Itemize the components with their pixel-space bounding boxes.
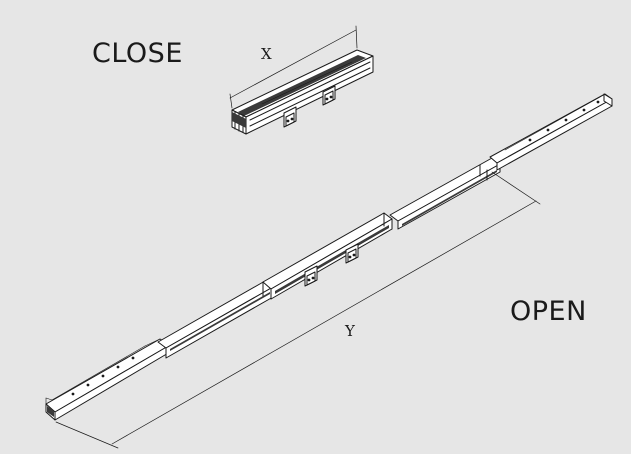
open-slide-hole [116, 365, 120, 369]
open-slide-inner-side [496, 98, 613, 171]
open-slide-right-middle [389, 157, 501, 222]
dim-x-extension-line [355, 25, 358, 49]
open-slide-outer-side [54, 344, 171, 421]
closed-slide-bracket-hole [325, 97, 329, 101]
open-slide-middle-member [157, 280, 274, 349]
closed-slide-bracket-face [324, 90, 334, 105]
dimension-x-label: X [261, 45, 272, 63]
closed-slide-groove [249, 61, 371, 121]
open-label: OPEN [510, 296, 587, 327]
open-slide-right-channel [402, 170, 497, 226]
closed-slide-bracket-hole [329, 95, 333, 99]
open-slide-bracket-hole [348, 255, 352, 259]
open-slide-bracket-face [347, 248, 357, 263]
closed-slide-groove [249, 67, 371, 127]
open-slide-hole [131, 356, 135, 360]
open-slide-hole [101, 374, 105, 378]
dim-y-extension-line [491, 171, 541, 205]
closed-slide [229, 25, 374, 135]
dim-x-extension-line [229, 93, 233, 109]
closed-slide-groove [261, 61, 353, 105]
close-label: CLOSE [92, 38, 183, 69]
closed-slide-end-shadow [232, 112, 246, 128]
open-slide-middle-channel [170, 292, 270, 351]
open-slide-flange [144, 338, 161, 347]
open-slide-bracket-hole [307, 278, 311, 282]
open-slide-bracket-hole [311, 276, 315, 280]
dim-y-line [111, 200, 537, 445]
closed-slide-bracket-hole [290, 117, 294, 121]
open-slide-hole [596, 100, 600, 104]
open-slide-hole [564, 118, 568, 122]
open-slide-inner-end [603, 93, 613, 107]
dim-y-extension-line [55, 421, 119, 449]
open-slide-hole [71, 392, 75, 396]
dim-x-line [229, 29, 357, 99]
dimension-y-label: Y [345, 322, 355, 340]
open-slide-hole [582, 108, 586, 112]
open-slide-inner-member [489, 93, 613, 164]
open-slide-flange [51, 345, 146, 401]
open-slide [45, 93, 613, 449]
open-slide-hole [546, 128, 550, 132]
open-slide-center-member [262, 212, 393, 290]
open-slide-end-shadow [47, 406, 54, 417]
open-slide-outer-member [45, 338, 171, 413]
closed-slide-bracket-hole [286, 119, 290, 123]
open-slide-bracket-face [306, 271, 316, 286]
open-slide-flange [504, 96, 601, 151]
open-slide-center-channel [275, 225, 389, 294]
open-slide-bracket-hole [352, 253, 356, 257]
open-slide-hole [528, 138, 532, 142]
closed-slide-bracket-face [285, 112, 295, 127]
open-slide-flange [45, 397, 53, 401]
open-slide-hole [86, 383, 90, 387]
